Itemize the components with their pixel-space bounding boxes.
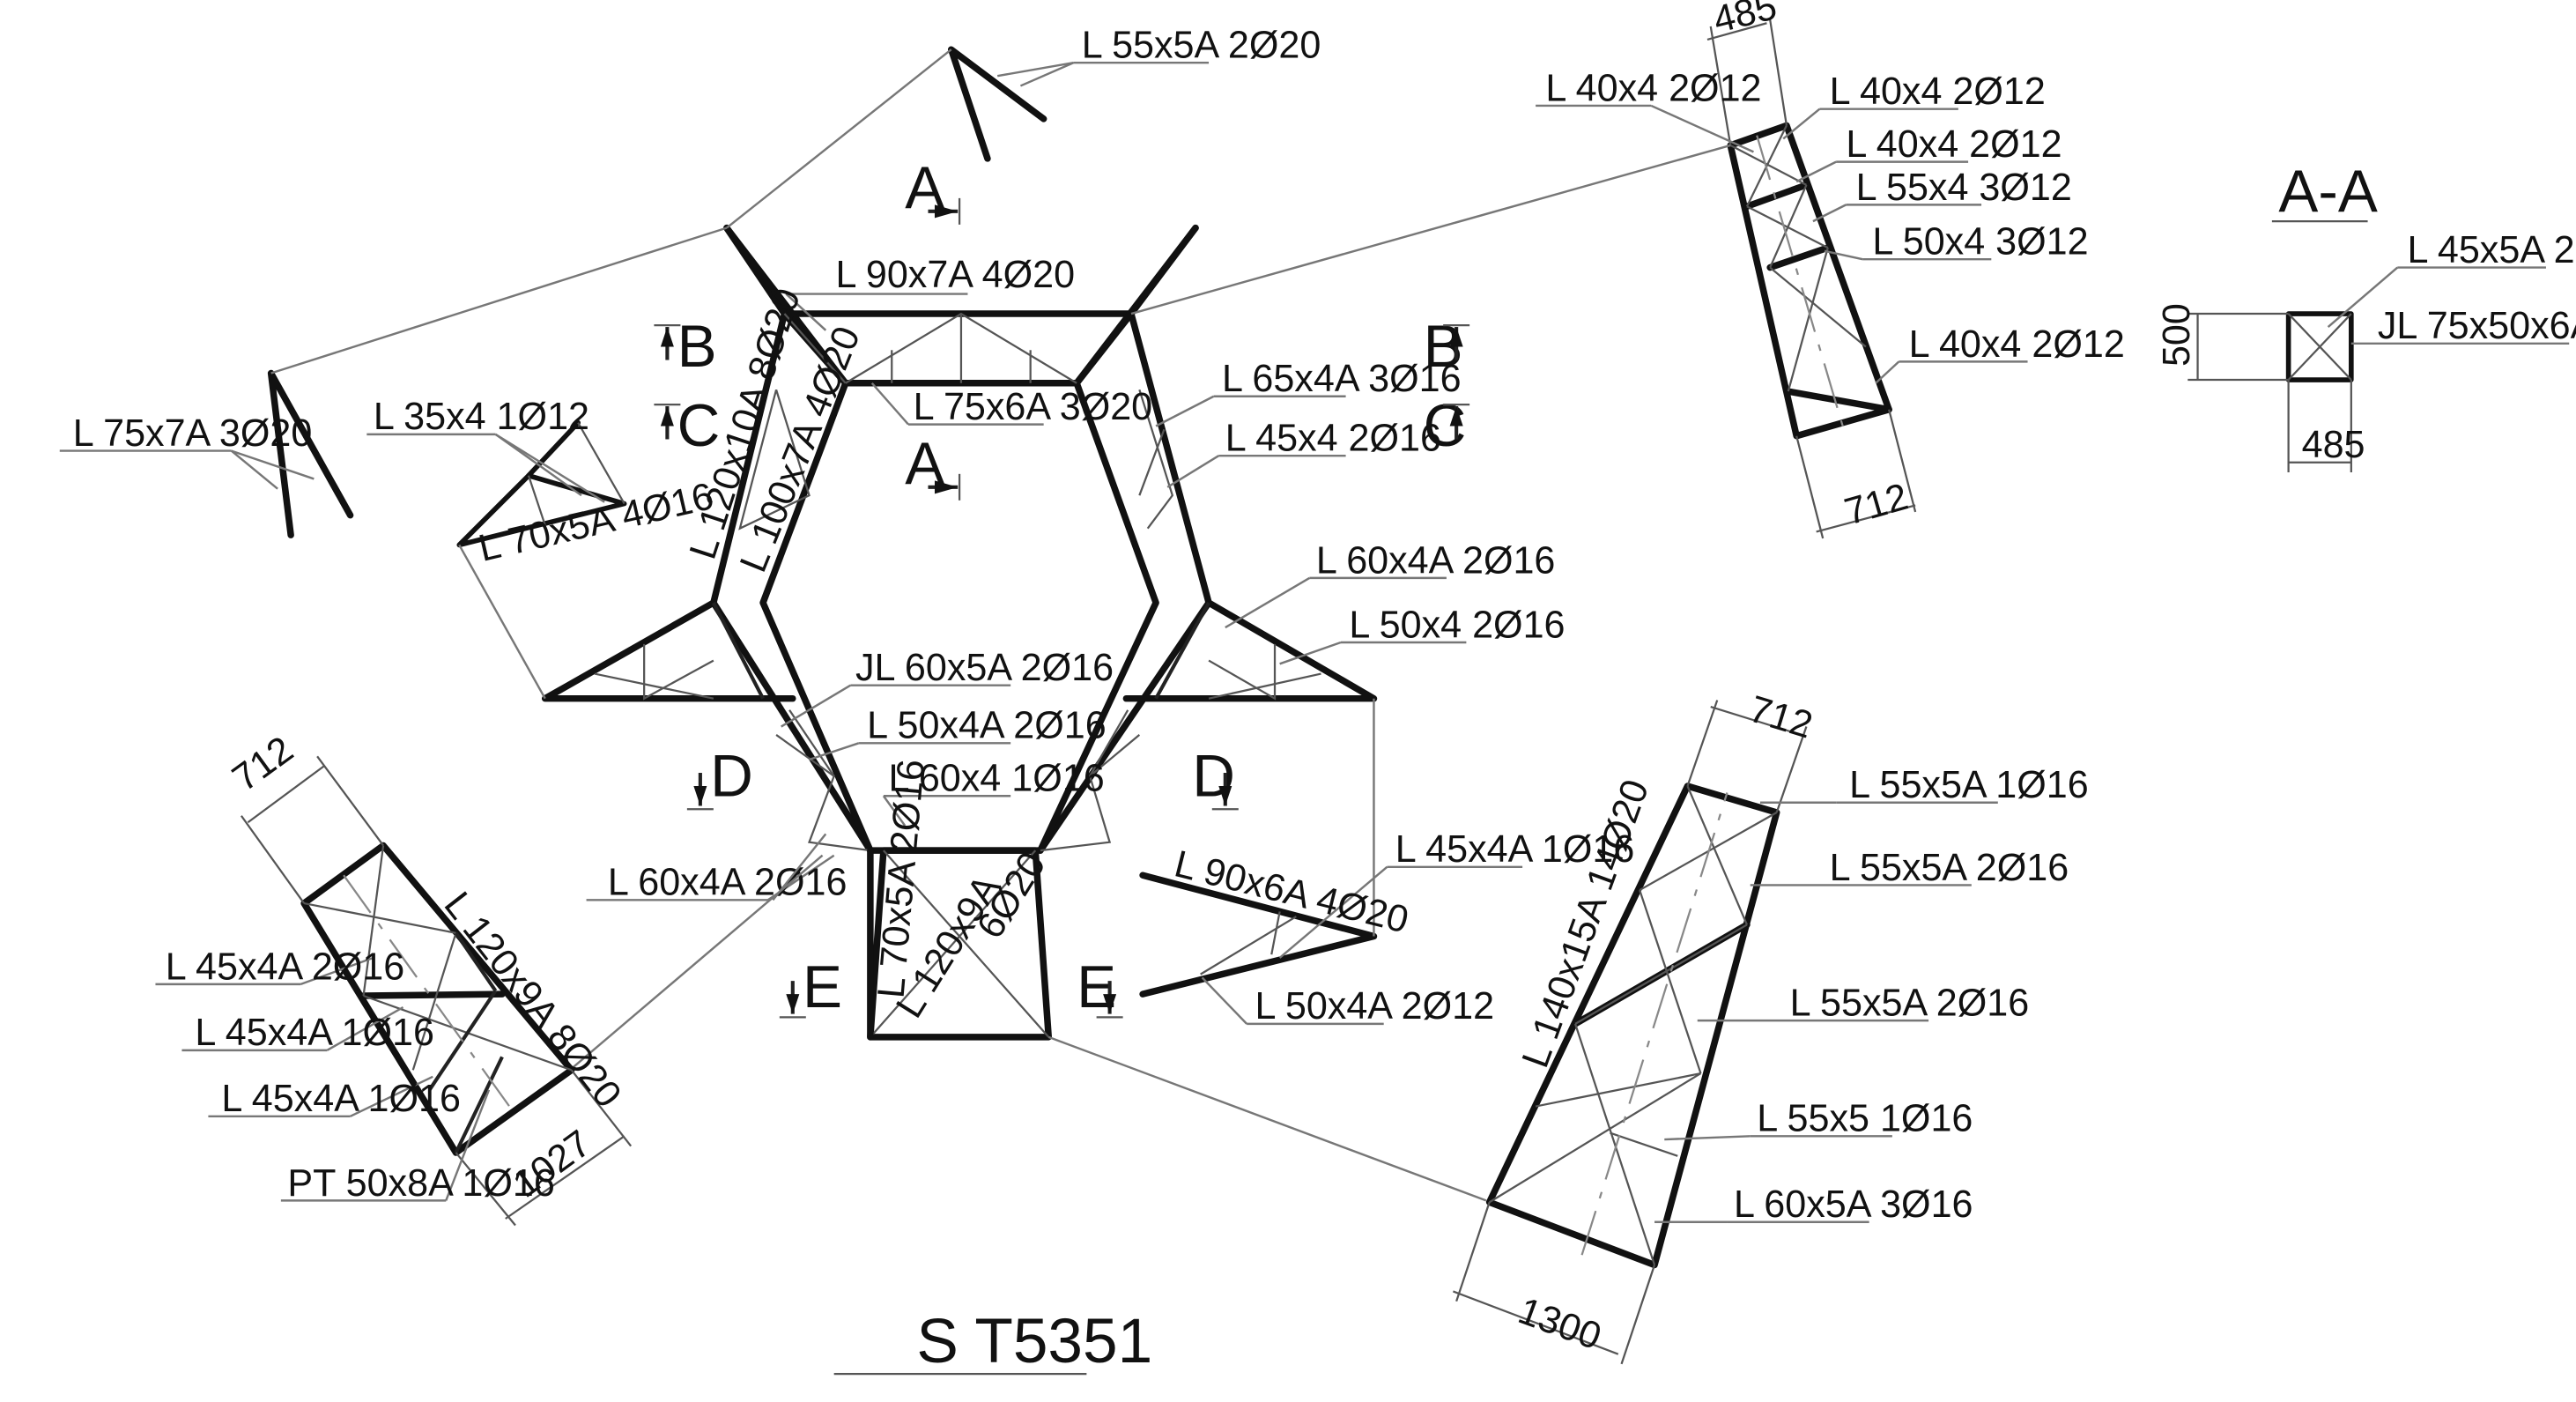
label-top-detail: L 55x5A 2Ø20: [1082, 25, 1321, 67]
label-bl-45b: L 45x4A 1Ø16: [195, 1012, 434, 1054]
label-l65: L 65x4A 3Ø16: [1222, 358, 1462, 400]
label-left-detail: L 75x7A 3Ø20: [73, 412, 313, 455]
label-tr-3: L 40x4 2Ø12: [1846, 123, 2062, 166]
label-aa-1: L 45x5A 2Ø16: [2408, 229, 2576, 271]
detail-bottom-left-panel: 712 1027 L 120x9A 8Ø20 L 45x4A 2Ø16 L 45…: [155, 728, 633, 1227]
section-mark-c1: C: [677, 393, 721, 459]
detail-small-triangle: L 35x4 1Ø12 L 70x5A 4Ø16: [366, 396, 717, 700]
section-aa-title: A-A: [2278, 159, 2377, 225]
dim-tr-top: 485: [1709, 0, 1780, 41]
section-mark-b1: B: [677, 314, 717, 380]
label-l35: L 35x4 1Ø12: [374, 396, 589, 438]
label-bl-120: L 120x9A 8Ø20: [436, 885, 630, 1116]
label-aa-2: JL 75x50x6A 4Ø16: [2378, 305, 2576, 347]
label-br-5: L 60x5A 3Ø16: [1734, 1183, 1973, 1226]
dim-tr-bottom: 712: [1840, 476, 1913, 534]
section-mark-e1: E: [803, 954, 842, 1020]
label-l45-right: L 45x4 2Ø16: [1225, 418, 1441, 460]
drawing-title: S T5351: [916, 1307, 1152, 1376]
label-tr-1: L 40x4 2Ø12: [1545, 67, 1761, 109]
dim-bl-top: 712: [225, 728, 300, 799]
detail-top-angle: L 55x5A 2Ø20: [726, 25, 1321, 229]
label-l45-br: L 45x4A 1Ø16: [1395, 828, 1635, 871]
label-l90-top: L 90x7A 4Ø20: [836, 254, 1076, 296]
section-a-a: A-A 500 485 L 45x5A 2Ø16 JL 75x50x6A 4Ø1…: [2156, 159, 2576, 472]
label-br-2: L 55x5A 2Ø16: [1830, 847, 2069, 889]
label-l90-br: L 90x6A 4Ø20: [1170, 842, 1412, 941]
label-bl-45c: L 45x4A 1Ø16: [221, 1078, 461, 1120]
detail-top-right-panel: 485 712 L 40x4 2Ø12 L 40x4 2Ø12 L 40x4 2…: [1130, 0, 2125, 539]
label-l75-top: L 75x6A 3Ø20: [914, 386, 1153, 428]
label-l50-center: L 50x4A 2Ø16: [867, 705, 1107, 747]
label-l50-br: L 50x4A 2Ø12: [1255, 985, 1495, 1027]
detail-left-angle: L 75x7A 3Ø20: [59, 226, 728, 538]
label-l70-small: L 70x5A 4Ø16: [475, 475, 717, 570]
label-l60-center: L 60x4 1Ø16: [888, 758, 1104, 800]
drawing-title-block: S T5351: [833, 1307, 1152, 1376]
label-tr-5: L 50x4 3Ø12: [1872, 221, 2088, 263]
label-bl-pt: PT 50x8A 1Ø16: [287, 1162, 554, 1205]
label-l50-right: L 50x4 2Ø16: [1349, 604, 1565, 646]
section-mark-d2: D: [1192, 743, 1235, 809]
label-br-1: L 55x5A 1Ø16: [1849, 764, 2089, 806]
label-l60-left: L 60x4A 2Ø16: [608, 862, 848, 904]
label-br-3: L 55x5A 2Ø16: [1790, 982, 2030, 1024]
label-jl60: JL 60x5A 2Ø16: [855, 647, 1114, 689]
label-tr-4: L 55x4 3Ø12: [1856, 167, 2072, 209]
label-bl-45a: L 45x4A 2Ø16: [166, 946, 405, 988]
dim-aa-width: 485: [2302, 424, 2365, 466]
label-tr-2: L 40x4 2Ø12: [1830, 70, 2046, 113]
section-marks: A A B B C C D D E E: [654, 155, 1470, 1020]
main-frame-labels: L 90x7A 4Ø20 L 75x6A 3Ø20 L 120x10A 8Ø20…: [569, 254, 1566, 1202]
label-l60-right: L 60x4A 2Ø16: [1316, 539, 1556, 582]
dim-br-bottom: 1300: [1513, 1289, 1607, 1358]
section-mark-d1: D: [710, 743, 753, 809]
label-tr-6: L 40x4 2Ø12: [1909, 323, 2125, 366]
label-br-4: L 55x5 1Ø16: [1757, 1098, 1973, 1140]
dim-br-top: 712: [1744, 688, 1817, 747]
dim-aa-height: 500: [2156, 303, 2198, 367]
label-br-main: L 140x15A 14Ø20: [1514, 775, 1658, 1073]
